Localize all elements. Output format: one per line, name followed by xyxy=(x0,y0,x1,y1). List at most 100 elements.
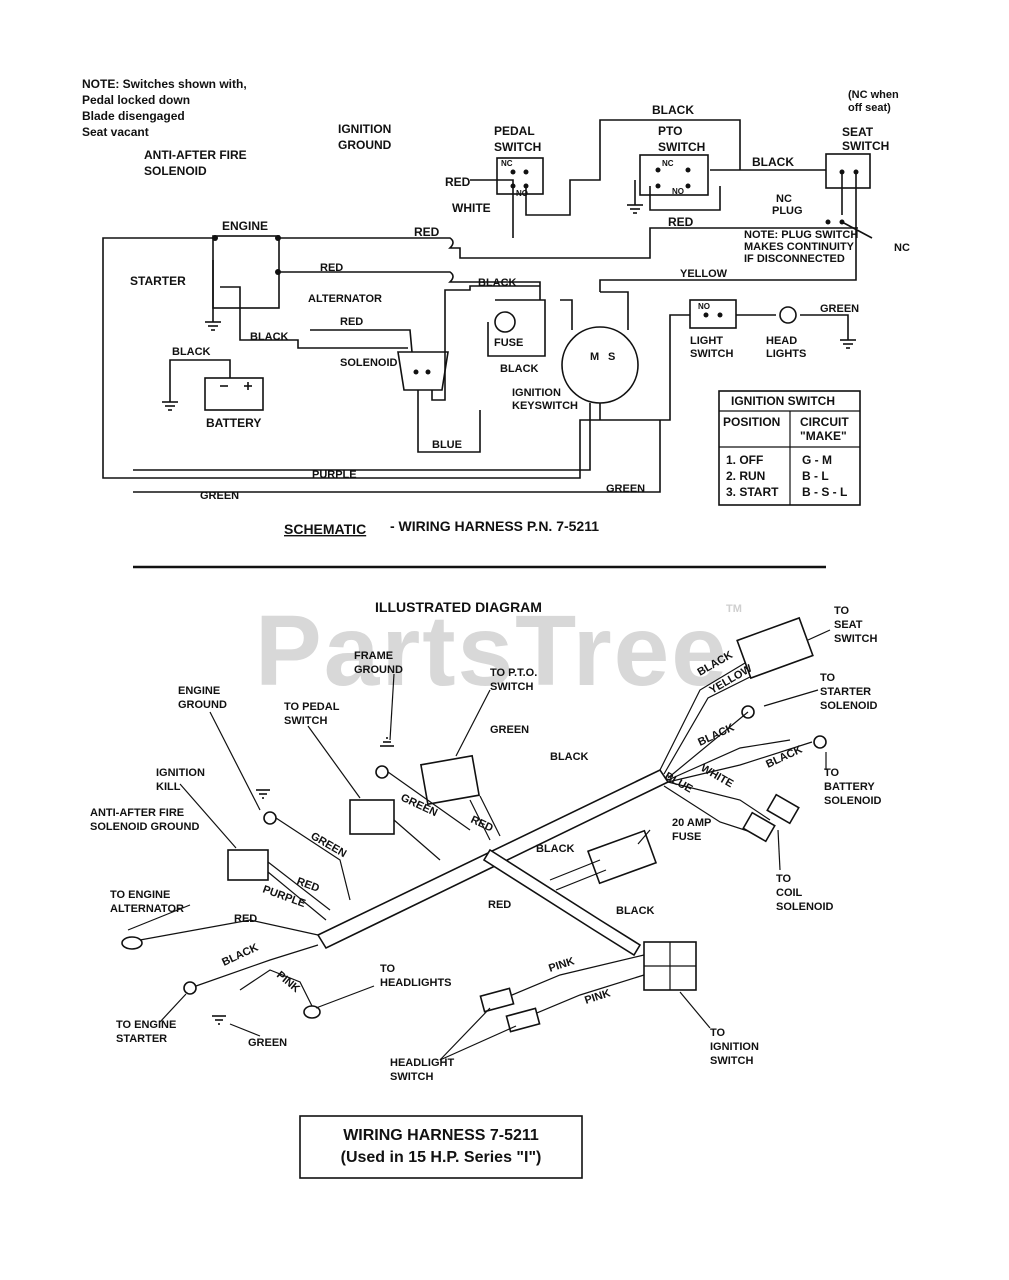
ignition-row-1-pos: 1. OFF xyxy=(726,453,763,467)
schematic-title-prefix: SCHEMATIC xyxy=(284,521,366,537)
wire-purple: PURPLE xyxy=(312,469,357,481)
harness-drawing xyxy=(121,616,831,1061)
solenoid-symbol xyxy=(397,351,449,391)
pto-nc: NC xyxy=(662,159,674,168)
svg-text:SOLENOID: SOLENOID xyxy=(824,795,882,807)
pto-no: NO xyxy=(672,187,684,196)
seat-switch-connector xyxy=(736,616,814,680)
ignition-table-title: IGNITION SWITCH xyxy=(731,394,835,408)
label-frame-ground: FRAME xyxy=(354,650,393,662)
tag-red-anti: RED xyxy=(295,876,321,895)
schematic-labels: IGNITION GROUND ANTI-AFTER FIRE SOLENOID… xyxy=(130,89,910,502)
svg-text:SWITCH: SWITCH xyxy=(490,681,533,693)
ignition-keyswitch-label: IGNITION xyxy=(512,387,561,399)
wire-red-alt: RED xyxy=(320,262,343,274)
svg-text:KEYSWITCH: KEYSWITCH xyxy=(512,400,578,412)
svg-text:SWITCH: SWITCH xyxy=(834,633,877,645)
tag-black-fuse-a: BLACK xyxy=(536,843,575,855)
caption-line-2: (Used in 15 H.P. Series "I") xyxy=(341,1149,542,1166)
plug-note-label: NOTE: PLUG SWITCH xyxy=(744,229,858,241)
svg-text:SOLENOID GROUND: SOLENOID GROUND xyxy=(90,821,199,833)
svg-text:GROUND: GROUND xyxy=(178,699,227,711)
tag-green-engine: GREEN xyxy=(309,830,349,860)
label-headlight-switch: HEADLIGHT xyxy=(390,1057,454,1069)
svg-text:MAKES CONTINUITY: MAKES CONTINUITY xyxy=(744,241,855,253)
ignition-ground-label: IGNITION xyxy=(338,122,391,136)
note-line-1: NOTE: Switches shown with, xyxy=(82,77,247,91)
tag-black-battery-sol: BLACK xyxy=(764,744,804,771)
solenoid-label: SOLENOID xyxy=(340,357,398,369)
svg-text:SWITCH: SWITCH xyxy=(658,140,705,154)
tag-black-starter-sol: BLACK xyxy=(696,722,736,749)
alternator-terminal xyxy=(121,936,143,950)
wire-green-head: GREEN xyxy=(820,303,859,315)
svg-text:SWITCH: SWITCH xyxy=(710,1055,753,1067)
label-to-ignition-switch: TO xyxy=(710,1027,726,1039)
svg-text:IGNITION: IGNITION xyxy=(710,1041,759,1053)
note-line-3: Blade disengaged xyxy=(82,109,185,123)
tag-pink-head: PINK xyxy=(274,969,302,995)
pedal-no: NO xyxy=(516,189,528,198)
svg-text:BATTERY: BATTERY xyxy=(824,781,875,793)
wire-black-fuse: BLACK xyxy=(500,363,539,375)
anti-after-fire-label: ANTI-AFTER FIRE xyxy=(144,148,247,162)
tag-black-pto: BLACK xyxy=(550,751,589,763)
frame-ground-terminal xyxy=(375,765,389,779)
seat-switch-label: SEAT xyxy=(842,125,874,139)
pedal-switch-box xyxy=(496,157,544,195)
anti-after-fire-connector xyxy=(227,849,269,881)
tag-pink-b: PINK xyxy=(583,987,612,1007)
wire-black-battery: BLACK xyxy=(172,346,211,358)
nc-label: NC xyxy=(894,242,910,254)
battery-symbol xyxy=(204,377,264,411)
ignition-row-3-make: B - S - L xyxy=(802,485,847,499)
svg-text:SWITCH: SWITCH xyxy=(494,140,541,154)
svg-text:COIL: COIL xyxy=(776,887,803,899)
label-green-ground: GREEN xyxy=(248,1037,287,1049)
wire-green-right: GREEN xyxy=(606,483,645,495)
headlights-connector xyxy=(303,1005,321,1019)
svg-text:PLUG: PLUG xyxy=(772,205,803,217)
light-no: NO xyxy=(698,302,710,311)
label-to-pto-switch: TO P.T.O. xyxy=(490,667,537,679)
label-to-starter-solenoid: TO xyxy=(820,672,836,684)
tag-blue: BLUE xyxy=(663,770,695,795)
starter-solenoid-terminal xyxy=(741,705,755,719)
svg-text:"MAKE": "MAKE" xyxy=(800,429,847,443)
wire-black-top: BLACK xyxy=(652,103,694,117)
wire-blue: BLUE xyxy=(432,439,462,451)
tag-green-pto: GREEN xyxy=(490,724,529,736)
watermark-tm: TM xyxy=(726,603,742,615)
caption-line-1: WIRING HARNESS 7-5211 xyxy=(343,1127,539,1144)
pto-switch-connector xyxy=(419,754,481,806)
tag-red-alt: RED xyxy=(234,913,257,925)
label-to-pedal-switch: TO PEDAL xyxy=(284,701,340,713)
wire-black-mid: BLACK xyxy=(478,277,517,289)
label-20-amp-fuse: 20 AMP xyxy=(672,817,711,829)
svg-text:LIGHTS: LIGHTS xyxy=(766,348,806,360)
svg-text:S: S xyxy=(608,351,615,363)
pto-switch-box xyxy=(639,154,709,196)
svg-text:HEADLIGHTS: HEADLIGHTS xyxy=(380,977,452,989)
ignition-table-col-circuit: CIRCUIT xyxy=(800,415,849,429)
label-anti-after-fire-ground: ANTI-AFTER FIRE xyxy=(90,807,184,819)
pedal-switch-label: PEDAL xyxy=(494,124,535,138)
ignition-row-2-make: B - L xyxy=(802,469,829,483)
fuse-symbol xyxy=(494,311,516,333)
label-to-seat-switch: TO xyxy=(834,605,850,617)
schematic-wires: M S xyxy=(102,119,873,493)
svg-text:SWITCH: SWITCH xyxy=(690,348,733,360)
svg-text:STARTER: STARTER xyxy=(820,686,871,698)
label-ignition-kill: IGNITION xyxy=(156,767,205,779)
svg-text:SEAT: SEAT xyxy=(834,619,863,631)
wire-white: WHITE xyxy=(452,201,491,215)
note-line-4: Seat vacant xyxy=(82,125,149,139)
pedal-nc: NC xyxy=(501,159,513,168)
wire-red-solenoid: RED xyxy=(340,316,363,328)
engine-ground-terminal xyxy=(263,811,277,825)
svg-text:SOLENOID: SOLENOID xyxy=(776,901,834,913)
head-lights-label: HEAD xyxy=(766,335,797,347)
wire-red-top: RED xyxy=(414,225,440,239)
alternator-label: ALTERNATOR xyxy=(308,293,382,305)
svg-text:GROUND: GROUND xyxy=(338,138,392,152)
